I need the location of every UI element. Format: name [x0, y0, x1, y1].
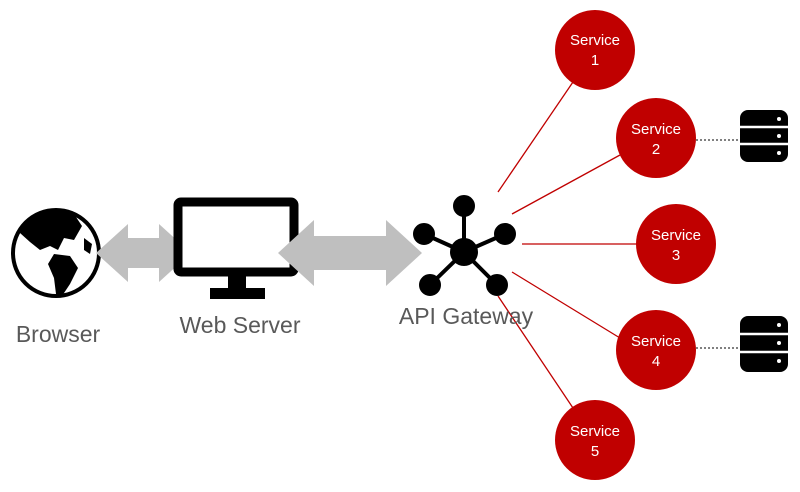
gateway-connectors	[497, 81, 638, 409]
connector-service-4	[511, 271, 621, 339]
service-node-3: Service 3	[636, 204, 716, 284]
service-4-number: 4	[652, 353, 660, 370]
double-arrow-webserver-gateway	[278, 220, 422, 286]
double-arrow-browser-webserver	[96, 224, 191, 282]
database-icon	[740, 316, 788, 372]
service-node-2: Service 2	[616, 98, 696, 178]
service-1-number: 1	[591, 52, 599, 69]
service-3-number: 3	[672, 247, 680, 264]
service-5-number: 5	[591, 443, 599, 460]
service-3-name: Service	[651, 227, 701, 244]
service-5-name: Service	[570, 423, 620, 440]
network-hub-icon	[413, 195, 516, 296]
service-2-number: 2	[652, 141, 660, 158]
browser-label: Browser	[16, 321, 101, 347]
service-2-name: Service	[631, 121, 681, 138]
api-gateway-label: API Gateway	[399, 303, 534, 329]
database-connectors	[696, 139, 740, 349]
web-server-label: Web Server	[179, 312, 300, 338]
monitor-icon	[173, 197, 299, 299]
service-4-name: Service	[631, 333, 681, 350]
service-1-name: Service	[570, 32, 620, 49]
database-icon	[740, 110, 788, 162]
service-node-5: Service 5	[555, 400, 635, 480]
connector-service-1	[497, 81, 574, 193]
service-node-1: Service 1	[555, 10, 635, 90]
connector-service-5	[497, 295, 574, 409]
globe-icon	[11, 208, 101, 298]
connector-service-2	[511, 154, 621, 215]
service-node-4: Service 4	[616, 310, 696, 390]
